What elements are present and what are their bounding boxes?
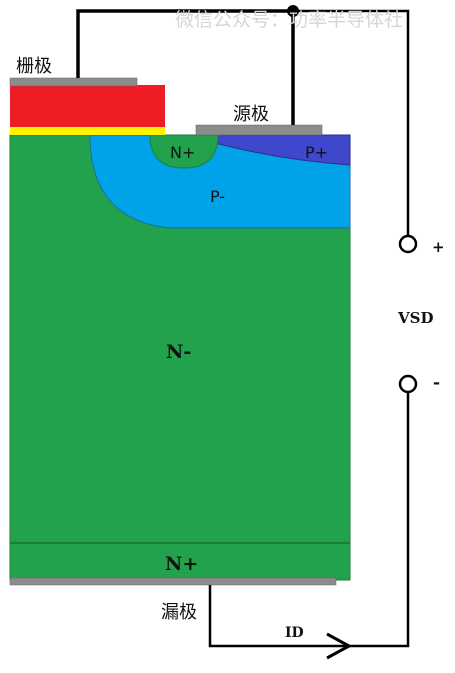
source-label: 源极 (233, 104, 269, 125)
watermark-text: 微信公众号：功率半导体社 (175, 9, 403, 31)
vsd-label: VSD (397, 309, 433, 327)
gate-source-wire (76, 9, 295, 125)
gate-oxide (10, 127, 165, 135)
n-plus-bottom-label: N+ (165, 553, 198, 575)
p-minus-label: P- (210, 187, 225, 206)
p-plus-label: P+ (305, 143, 328, 162)
plus-terminal (398, 234, 418, 254)
minus-terminal (398, 374, 418, 394)
plus-sign: + (432, 238, 445, 256)
p-plus-region (214, 134, 351, 166)
source-metal-contact (195, 124, 323, 136)
drain-wire (208, 390, 410, 648)
p-minus-body-region (89, 134, 351, 229)
id-label: ID (285, 625, 304, 641)
gate-metal-contact (9, 77, 138, 87)
n-minus-label: N- (166, 341, 191, 363)
drain-label: 漏极 (161, 602, 197, 623)
drain-metal-contact (9, 577, 337, 586)
current-arrow-icon (326, 632, 353, 660)
gate-label: 栅极 (16, 56, 52, 77)
n-plus-top-label: N+ (170, 143, 195, 162)
gate-poly (10, 85, 165, 127)
n-plus-source-region (149, 134, 219, 169)
wire-junction-dot (287, 5, 299, 17)
source-to-plus-terminal-wire (293, 9, 410, 237)
n-plus-substrate (9, 542, 351, 581)
minus-sign: - (433, 373, 440, 393)
